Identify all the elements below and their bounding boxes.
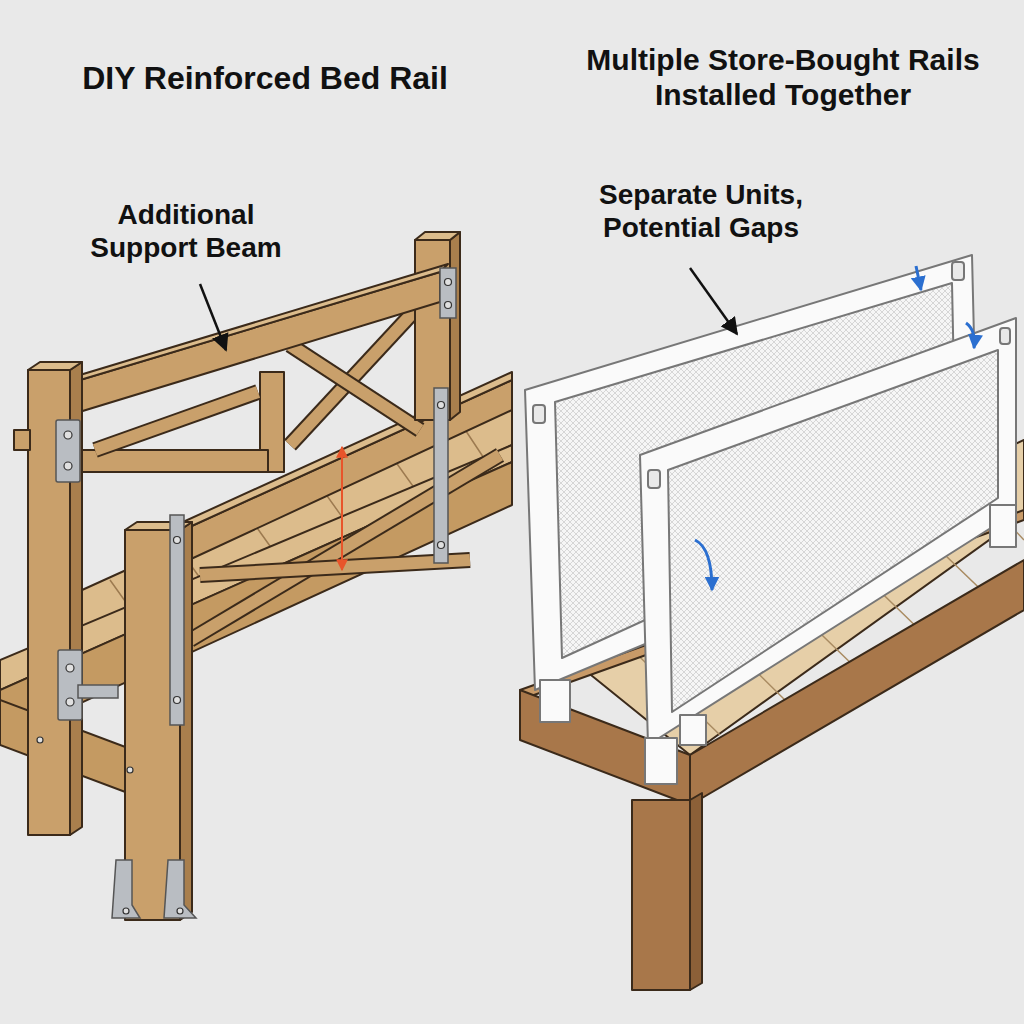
bed-leg xyxy=(632,800,690,990)
bolt xyxy=(64,462,72,470)
foot-bracket xyxy=(164,860,196,918)
bolt xyxy=(64,431,72,439)
handle-slot xyxy=(952,262,964,280)
support-beam-top xyxy=(40,264,448,392)
rail-frame xyxy=(640,318,1016,745)
panel-heading: DIY Reinforced Bed Rail xyxy=(40,60,490,98)
brace-outline xyxy=(200,560,470,575)
metal-bracket xyxy=(440,268,456,318)
metal-strap xyxy=(434,388,448,563)
height-arrow xyxy=(341,447,343,570)
support-beam xyxy=(40,272,440,424)
bolt xyxy=(177,908,183,914)
leg-side xyxy=(690,793,702,990)
handle-slot xyxy=(533,405,545,423)
blue-arrow xyxy=(695,540,712,590)
cross-brace xyxy=(200,560,470,575)
handle-slot xyxy=(1000,328,1010,344)
brace-outline xyxy=(290,345,420,430)
leader-line xyxy=(690,268,737,334)
handle-slot xyxy=(648,470,660,488)
rail-clamp xyxy=(680,715,706,745)
rail-mesh xyxy=(668,350,998,712)
post-side xyxy=(450,232,460,420)
leader-line xyxy=(200,284,226,350)
bolt xyxy=(438,402,445,409)
bolt xyxy=(66,698,74,706)
blue-arrow xyxy=(916,266,921,290)
bolt xyxy=(445,302,452,309)
metal-strap xyxy=(170,515,184,725)
rail-clamp xyxy=(540,680,570,722)
bolt xyxy=(445,279,452,286)
bolt xyxy=(174,537,181,544)
wood-block xyxy=(14,430,30,450)
post-top xyxy=(415,232,460,240)
post-top xyxy=(28,362,82,370)
blue-arrow xyxy=(966,323,974,348)
metal-bracket xyxy=(56,420,80,482)
bolt xyxy=(127,767,133,773)
bolt xyxy=(66,664,74,672)
bolt xyxy=(438,542,445,549)
angle-bracket xyxy=(78,685,118,698)
rail-clamp xyxy=(990,505,1016,547)
panel-heading: Multiple Store-Bought Rails Installed To… xyxy=(552,42,1014,113)
bolt xyxy=(174,697,181,704)
callout-label: Additional Support Beam xyxy=(75,198,297,264)
bolt xyxy=(37,737,43,743)
callout-label: Separate Units, Potential Gaps xyxy=(570,178,832,244)
bolt xyxy=(123,908,129,914)
x-brace xyxy=(290,345,420,430)
foot-bracket xyxy=(112,860,140,918)
rail-clamp xyxy=(645,738,677,784)
